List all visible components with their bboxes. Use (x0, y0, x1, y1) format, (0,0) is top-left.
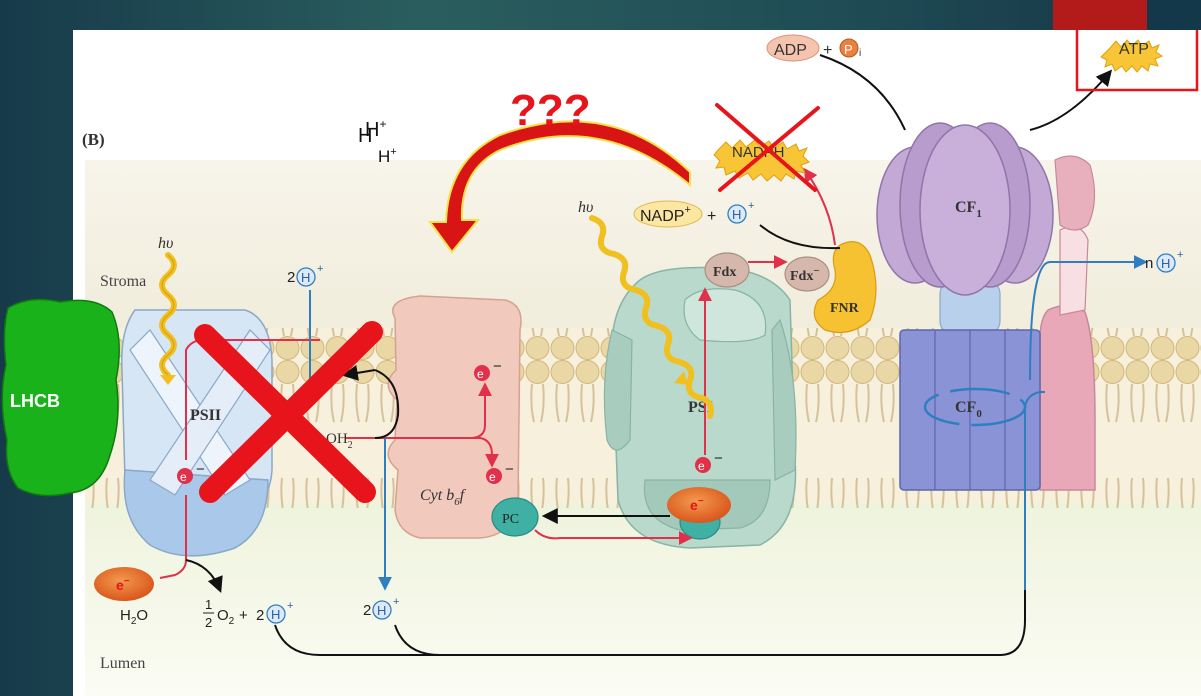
svg-text:−: − (714, 450, 723, 467)
svg-text:e: e (489, 470, 496, 484)
svg-text:H: H (732, 207, 741, 222)
svg-text:+: + (317, 263, 323, 275)
fnr-label: FNR (830, 301, 860, 316)
svg-text:e: e (698, 459, 705, 473)
proton-circle-stroma-psii (296, 267, 316, 287)
plastoquinol-label: OH2 (326, 431, 353, 451)
svg-text:+: + (1177, 249, 1183, 261)
oxygen-equation: 1 2 O2 + 2 H + (203, 597, 293, 630)
proton-circle-cf (1156, 253, 1176, 273)
svg-text:2: 2 (363, 602, 371, 619)
stroma-label: Stroma (100, 273, 146, 290)
svg-text:+: + (748, 200, 754, 212)
cf1-label: CF1 (955, 199, 982, 220)
electron-oval-psi (667, 487, 731, 523)
svg-text:+: + (707, 208, 716, 225)
photosynthesis-diagram: (B) Stroma Lumen PSII Cyt b6f PSI Fdx Fd… (73, 30, 1201, 696)
svg-text:H+: H+ (378, 146, 397, 166)
psii-complex: PSII (121, 309, 273, 557)
svg-text:e: e (477, 367, 484, 381)
stacked-protons: H H+ H+ (358, 117, 397, 166)
svg-text:e: e (180, 470, 187, 484)
lumen-label: Lumen (100, 655, 145, 672)
nadp-label: NADP+ (640, 204, 691, 225)
cyclic-flow-arrow (428, 120, 691, 254)
lhcb-label: LHCB (10, 391, 60, 411)
proton-labels: 2 H + 2 H + n H + (287, 249, 1183, 620)
svg-text:H+: H+ (365, 117, 386, 141)
atp-highlight-box (1075, 30, 1199, 92)
nadp-reaction: NADP+ + H + (633, 200, 754, 228)
proton-circle-lumen-cyt (372, 600, 392, 620)
psii-light-label: hυ (158, 235, 173, 252)
proton-circle-nadp (727, 204, 747, 224)
svg-text:2: 2 (205, 615, 212, 630)
cyt-electron-lower (486, 468, 502, 484)
diagram-panel: (B) Stroma Lumen PSII Cyt b6f PSI Fdx Fd… (73, 30, 1201, 696)
atp-label: ATP (1119, 41, 1149, 58)
red-cross-psii (194, 321, 383, 503)
psi-light-label: hυ (578, 199, 593, 216)
svg-text:−: − (196, 461, 205, 478)
psii-label: PSII (190, 407, 221, 424)
svg-text:H: H (377, 603, 386, 618)
fdx-label: Fdx (713, 265, 736, 280)
fdx-reduced-label: Fdx− (790, 265, 820, 284)
svg-text:2: 2 (256, 607, 264, 624)
svg-text:−: − (493, 358, 502, 375)
lhcb-blob (1, 298, 120, 497)
psi-photon-head (674, 371, 688, 385)
red-cross-nadph (715, 103, 820, 192)
psi-complex: PSI (603, 266, 797, 549)
fnr-enzyme (813, 241, 877, 333)
electron-flow-lines (159, 167, 836, 579)
water-label: H2O (120, 607, 148, 627)
svg-text:+: + (239, 607, 248, 624)
pc-label: PC (502, 512, 519, 527)
svg-text:H: H (271, 607, 280, 622)
slide-top-accent-red (1053, 0, 1147, 30)
svg-text:H: H (1161, 256, 1170, 271)
adp-pi-reactants: ADP + P i (766, 34, 861, 62)
svg-text:i: i (859, 48, 861, 59)
electron-oval-psi-label: e− (690, 496, 704, 513)
svg-text:P: P (844, 42, 853, 57)
electron-oval-water-label: e− (116, 576, 130, 593)
svg-text:H: H (301, 270, 310, 285)
proton-flow-lines (309, 255, 1148, 591)
atp-synthase: CF1 CF0 (876, 122, 1096, 491)
svg-text:1: 1 (205, 597, 212, 612)
reaction-lines (185, 54, 1113, 656)
svg-text:H: H (358, 125, 372, 147)
svg-text:+: + (393, 596, 399, 608)
psii-photon-head (160, 375, 176, 385)
svg-text:−: − (505, 461, 514, 478)
psi-photon (589, 215, 714, 419)
svg-text:+: + (823, 42, 832, 59)
psi-electron (695, 457, 711, 473)
electron-oval-water (94, 567, 154, 601)
cyt-electron-upper (474, 365, 490, 381)
psii-electron (177, 468, 193, 484)
atp-product: ATP (1100, 39, 1164, 73)
fdx-molecule (704, 252, 750, 288)
lhcb-overlay: LHCB (1, 298, 120, 497)
electron-markers: e − e − e − e − (177, 358, 723, 484)
ferredoxin-group: Fdx Fdx− FNR (704, 241, 877, 333)
cyt-b6f-label: Cyt b6f (420, 487, 467, 508)
fdx-reduced-molecule (784, 256, 830, 292)
plastocyanin (491, 497, 539, 537)
phosphate-circle (839, 38, 859, 58)
svg-text:2: 2 (287, 269, 295, 286)
svg-text:O2: O2 (217, 607, 235, 627)
svg-text:+: + (287, 600, 293, 612)
proton-circle-water (266, 604, 286, 624)
adp-label: ADP (774, 42, 807, 59)
slide-top-accent-dark (1147, 0, 1201, 30)
cf0-label: CF0 (955, 399, 982, 420)
panel-label: (B) (82, 130, 105, 149)
svg-text:n: n (1145, 255, 1153, 272)
question-marks: ??? (510, 86, 591, 135)
